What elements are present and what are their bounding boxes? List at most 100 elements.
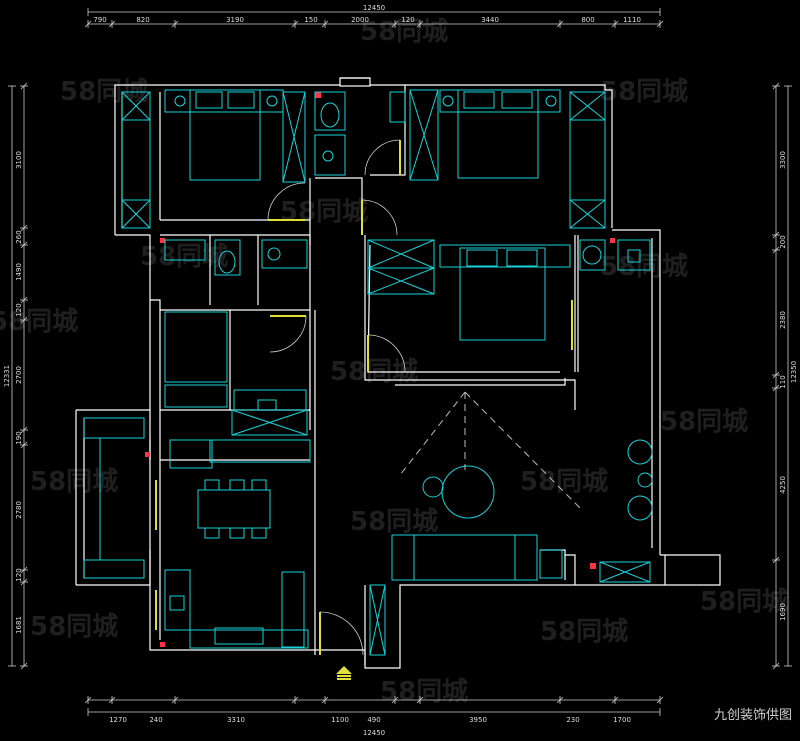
dim-left-total: 12331	[3, 365, 11, 387]
dimension-tick	[20, 441, 28, 449]
dim-left: 190	[15, 431, 23, 444]
dimension-tick	[171, 20, 179, 28]
dim-right-total: 12350	[790, 361, 798, 383]
dimension-ticks	[8, 8, 792, 716]
watermark: 58同城	[600, 77, 688, 107]
door-swings	[267, 139, 406, 656]
ceiling-lines	[399, 391, 581, 509]
image-caption: 九创装饰供图	[713, 708, 792, 723]
watermark: 58同城	[280, 197, 368, 227]
walls	[75, 77, 721, 669]
dimension-tick	[391, 20, 399, 28]
dim-left: 1490	[15, 263, 23, 281]
dim-bottom: 3310	[227, 716, 245, 724]
dim-top: 2000	[351, 16, 369, 24]
watermark: 58同城	[540, 617, 628, 647]
dimension-tick	[611, 20, 619, 28]
dim-top: 800	[581, 16, 594, 24]
dimension-tick	[108, 20, 116, 28]
dim-left: 2700	[15, 366, 23, 384]
dimension-lines	[11, 11, 789, 713]
entrance-arrow-icon	[336, 666, 352, 680]
dimension-tick	[772, 662, 780, 670]
dimension-tick	[20, 316, 28, 324]
watermark: 58同城	[0, 307, 78, 337]
dimension-tick	[321, 20, 329, 28]
dimension-tick	[416, 696, 424, 704]
dim-bottom-total: 12450	[363, 729, 385, 737]
dimension-tick	[772, 246, 780, 254]
dimension-tick	[20, 578, 28, 586]
dim-right: 3300	[779, 151, 787, 169]
doors	[155, 140, 573, 655]
dimension-tick	[20, 662, 28, 670]
dim-right: 4250	[779, 476, 787, 494]
watermark: 58同城	[360, 17, 448, 47]
dim-left: 1681	[15, 616, 23, 634]
watermark: 58同城	[600, 252, 688, 282]
dimension-tick	[772, 82, 780, 90]
dimension-tick	[556, 696, 564, 704]
dimension-tick	[321, 696, 329, 704]
dimension-tick	[391, 696, 399, 704]
watermark-layer: 58同城 58同城 58同城 58同城 58同城 58同城 58同城 58同城 …	[0, 17, 788, 707]
watermark: 58同城	[520, 467, 608, 497]
watermark: 58同城	[700, 587, 788, 617]
dim-right: 1690	[779, 603, 787, 621]
dimension-tick	[656, 20, 664, 28]
dimension-tick	[20, 566, 28, 574]
watermark: 58同城	[30, 612, 118, 642]
dim-right: 2380	[779, 311, 787, 329]
dim-top: 120	[401, 16, 414, 24]
dim-left: 260	[15, 230, 23, 243]
dimension-tick	[291, 696, 299, 704]
dim-top: 3440	[481, 16, 499, 24]
furniture	[83, 89, 653, 656]
watermark: 58同城	[350, 507, 438, 537]
dimension-tick	[772, 371, 780, 379]
watermark: 58同城	[30, 467, 118, 497]
dimension-tick	[84, 696, 92, 704]
watermark: 58同城	[140, 242, 228, 272]
dimension-tick	[772, 231, 780, 239]
dim-bottom: 240	[149, 716, 162, 724]
dim-bottom: 1700	[613, 716, 631, 724]
watermark: 58同城	[660, 407, 748, 437]
dim-top: 150	[304, 16, 317, 24]
dim-top: 820	[136, 16, 149, 24]
dim-bottom: 1100	[331, 716, 349, 724]
dimension-tick	[291, 20, 299, 28]
dim-top: 1110	[623, 16, 641, 24]
dim-bottom: 490	[367, 716, 380, 724]
dimension-tick	[556, 20, 564, 28]
dim-right: 200	[779, 235, 787, 248]
dimension-tick	[656, 696, 664, 704]
dimension-tick	[20, 224, 28, 232]
dim-right: 110	[779, 375, 787, 388]
structural-marks	[145, 92, 615, 647]
dim-bottom: 230	[566, 716, 579, 724]
dimension-tick	[84, 20, 92, 28]
dimension-tick	[108, 696, 116, 704]
dim-left: 3100	[15, 151, 23, 169]
dim-left: 120	[15, 568, 23, 581]
dimension-tick	[772, 556, 780, 564]
dimension-tick	[772, 384, 780, 392]
dim-top: 3190	[226, 16, 244, 24]
watermark: 58同城	[380, 677, 468, 707]
dim-bottom: 3950	[469, 716, 487, 724]
dimension-tick	[20, 82, 28, 90]
dim-top-total: 12450	[363, 4, 385, 12]
dimension-tick	[20, 426, 28, 434]
dimension-labels: 12450 790 820 3190 150 2000 120 3440 800…	[3, 4, 798, 737]
dimension-tick	[20, 241, 28, 249]
dimension-tick	[171, 696, 179, 704]
dimension-tick	[20, 296, 28, 304]
dimension-tick	[416, 20, 424, 28]
dim-left: 2780	[15, 501, 23, 519]
dimension-tick	[611, 696, 619, 704]
dim-left: 120	[15, 303, 23, 316]
dim-bottom: 1270	[109, 716, 127, 724]
dim-top: 790	[93, 16, 106, 24]
